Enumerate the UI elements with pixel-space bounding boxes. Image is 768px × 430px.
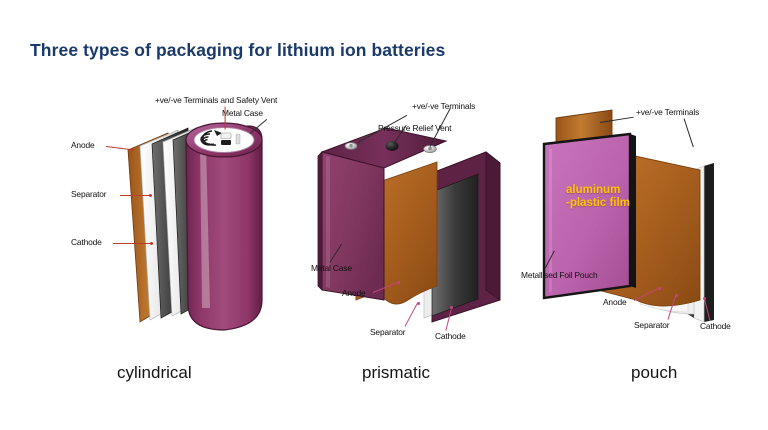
annotation-line-1: aluminum [566,184,621,196]
leader-cylindrical-terminals [224,106,226,130]
caption-pouch: pouch [631,363,678,382]
caption-prismatic: prismatic [362,363,431,382]
leader-dot-cylindrical-anode [131,148,134,151]
label-cylindrical-separator: Separator [71,189,107,199]
label-cylindrical-anode: Anode [71,140,95,150]
label-pouch-separator: Separator [634,320,670,330]
label-pouch-anode: Anode [603,297,627,307]
leader-dot-prismatic-anode [397,281,400,284]
leader-dot-prismatic-cathode [450,306,453,309]
label-cylindrical-metal-case: Metal Case [222,108,263,118]
leader-dot-pouch-anode [658,287,661,290]
pouch-cell-art [542,109,714,323]
cylindrical-cell-art [127,122,263,331]
annotation-aluminum-plastic-film: aluminum -plastic film [566,184,630,210]
annotation-line-2: -plastic film [566,196,630,209]
caption-cylindrical: cylindrical [117,363,192,382]
label-prismatic-separator: Separator [370,327,406,337]
prismatic-cell-art [317,127,501,323]
leader-cylindrical-cathode [113,243,151,245]
label-prismatic-pressure-relief-vent: Pressure Relief Vent [378,123,452,133]
label-pouch-terminals: +ve/-ve Terminals [636,107,700,117]
label-prismatic-cathode: Cathode [435,331,466,341]
leader-dot-cylindrical-cathode [150,242,153,245]
label-prismatic-terminals: +ve/-ve Terminals [412,101,476,111]
leader-cylindrical-separator [120,195,150,197]
label-pouch-cathode: Cathode [700,321,731,331]
label-prismatic-anode: Anode [342,288,366,298]
label-cylindrical-cathode: Cathode [71,237,102,247]
label-prismatic-metal-case: Metal Case [311,263,352,273]
leader-dot-prismatic-separator [417,302,420,305]
label-pouch-metallised-foil-pouch: Metallised Foil Pouch [521,270,598,280]
leader-dot-cylindrical-separator [149,194,152,197]
leader-dot-pouch-cathode [703,297,706,300]
page-title: Three types of packaging for lithium ion… [30,40,446,60]
leader-dot-pouch-separator [675,294,678,297]
label-cylindrical-terminals: +ve/-ve Terminals and Safety Vent [155,95,278,105]
